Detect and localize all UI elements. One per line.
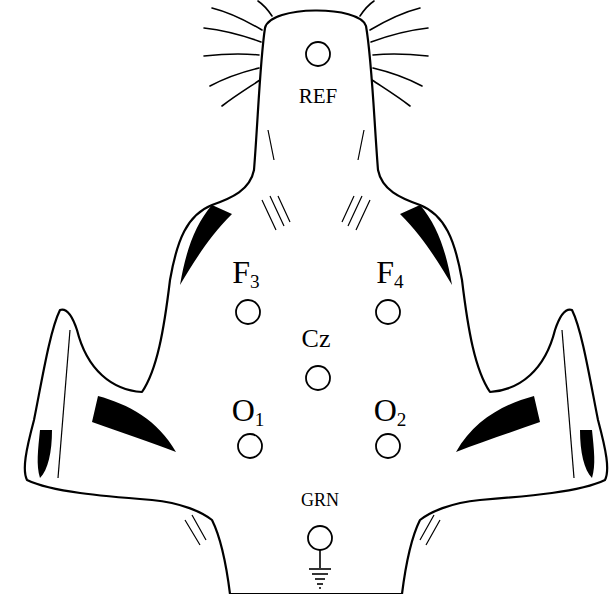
label-main: F xyxy=(232,254,250,290)
label-main: O xyxy=(232,392,255,428)
electrode-label: GRN xyxy=(301,491,339,509)
electrode-label: O1 xyxy=(232,394,265,426)
electrode-label: F4 xyxy=(376,256,403,288)
electrode xyxy=(238,434,262,458)
label-main: F xyxy=(376,254,394,290)
electrode xyxy=(308,526,332,550)
label-main: GRN xyxy=(301,490,339,510)
electrode-label: REF xyxy=(299,86,338,107)
electrode-label: O2 xyxy=(374,394,407,426)
hatching xyxy=(58,130,574,545)
electrode xyxy=(376,434,400,458)
ground-symbol xyxy=(309,550,331,588)
shading xyxy=(38,205,595,478)
label-main: Cz xyxy=(302,324,331,353)
label-subscript: 1 xyxy=(255,409,265,430)
electrode-circles xyxy=(236,42,400,550)
label-subscript: 2 xyxy=(397,409,407,430)
head-outline xyxy=(25,10,607,594)
electrode xyxy=(376,300,400,324)
electrode xyxy=(306,42,330,66)
label-subscript: 3 xyxy=(250,271,260,292)
electrode-label: Cz xyxy=(302,326,331,352)
label-main: REF xyxy=(299,84,338,108)
label-main: O xyxy=(374,392,397,428)
electrode xyxy=(236,300,260,324)
electrode-label: F3 xyxy=(232,256,259,288)
electrode xyxy=(306,366,330,390)
label-subscript: 4 xyxy=(394,271,404,292)
